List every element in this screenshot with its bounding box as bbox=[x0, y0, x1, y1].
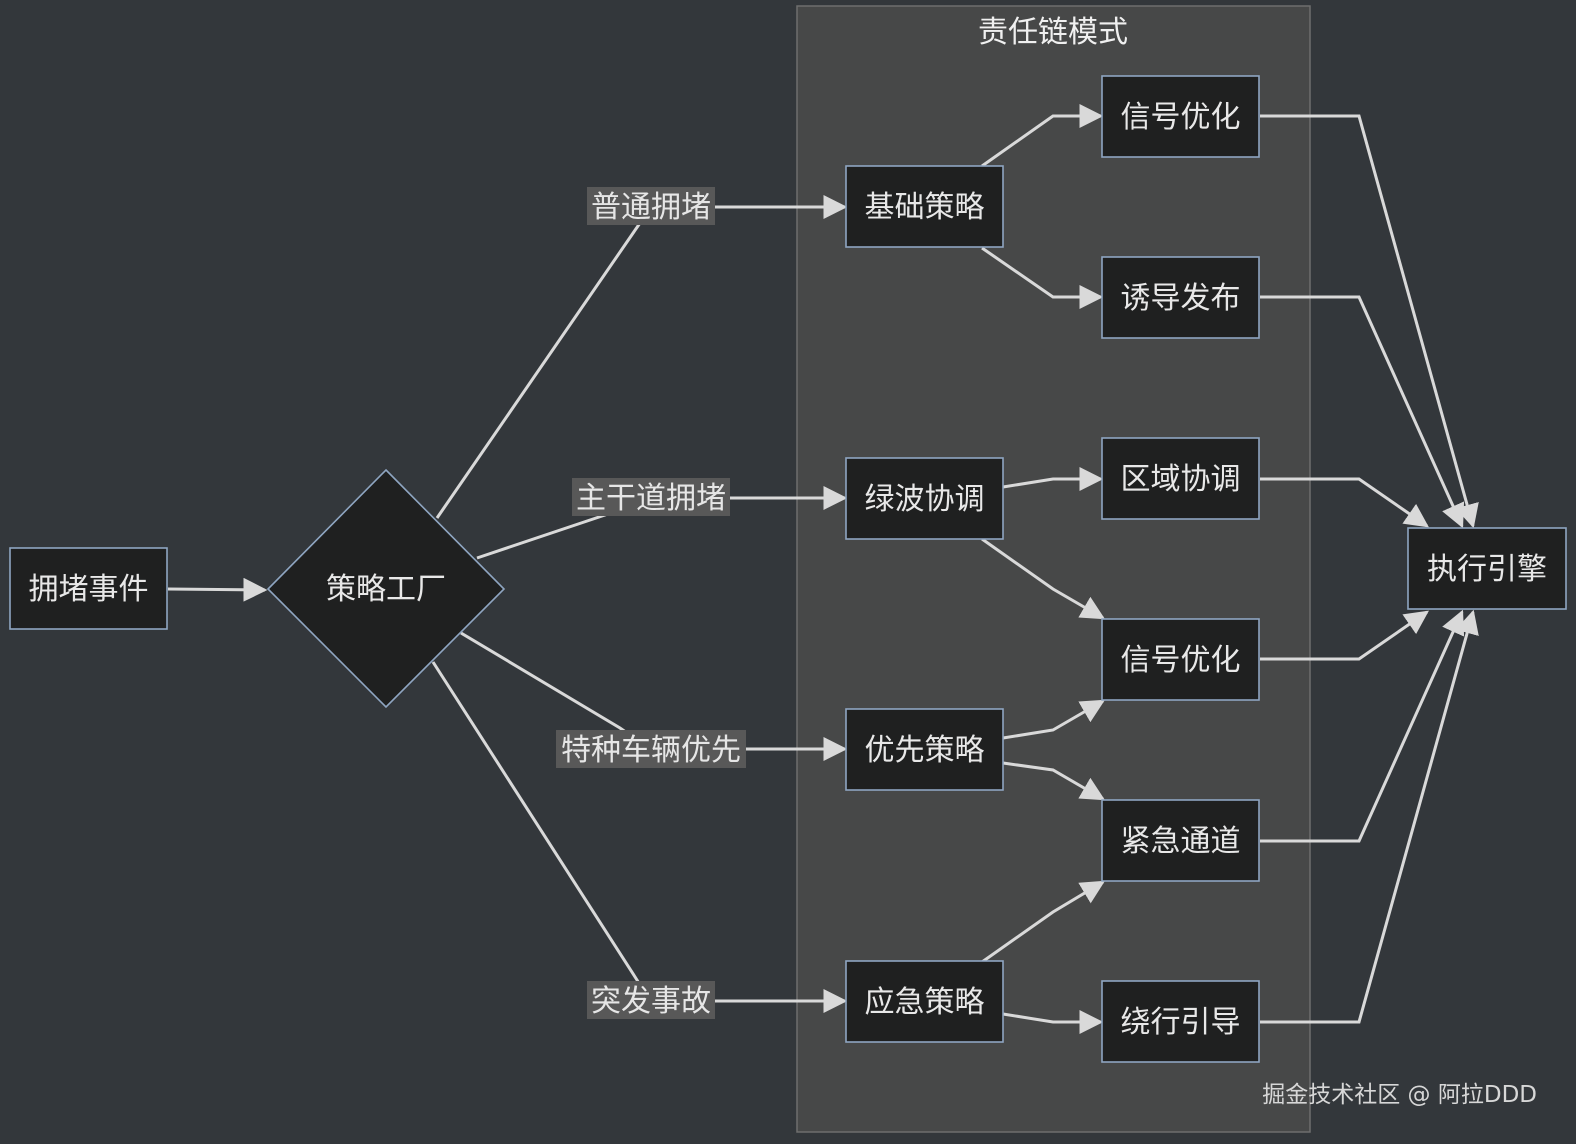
edges bbox=[167, 104, 1479, 1034]
edge-signal1-engine bbox=[1260, 114, 1479, 529]
edge-basic-guidance bbox=[981, 246, 1104, 309]
watermark: 掘金技术社区 @ 阿拉DDD bbox=[1262, 1082, 1537, 1108]
edge-greenwave-zone bbox=[1002, 467, 1104, 491]
edge-emergency-emergencylane bbox=[981, 880, 1106, 964]
edge-greenwave-signal2 bbox=[981, 537, 1106, 620]
node-zone-coord-label: 区域协调 bbox=[1121, 462, 1241, 497]
edge-zone-engine bbox=[1260, 477, 1429, 528]
edge-label-accident: 突发事故 bbox=[591, 984, 711, 1019]
node-factory-label: 策略工厂 bbox=[326, 572, 446, 607]
node-basic[interactable]: 基础策略 bbox=[845, 165, 1004, 248]
edge-factory-emergency bbox=[431, 661, 848, 1013]
node-signal-opt-2-label: 信号优化 bbox=[1121, 643, 1241, 678]
node-guidance-label: 诱导发布 bbox=[1121, 281, 1241, 316]
node-event[interactable]: 拥堵事件 bbox=[9, 547, 168, 630]
node-green-wave[interactable]: 绿波协调 bbox=[845, 457, 1004, 540]
node-engine-label: 执行引擎 bbox=[1427, 552, 1547, 587]
edge-priority-signal2 bbox=[1002, 699, 1106, 740]
cluster-title: 责任链模式 bbox=[978, 15, 1128, 50]
edge-label-arterial: 主干道拥堵 bbox=[576, 481, 726, 516]
node-emergency-label: 应急策略 bbox=[865, 985, 985, 1020]
edge-label-normal: 普通拥堵 bbox=[591, 190, 711, 225]
node-engine[interactable]: 执行引擎 bbox=[1407, 527, 1567, 610]
edge-signal2-engine bbox=[1260, 610, 1429, 661]
node-signal-opt-1-label: 信号优化 bbox=[1121, 100, 1241, 135]
node-guidance[interactable]: 诱导发布 bbox=[1101, 256, 1260, 339]
node-event-label: 拥堵事件 bbox=[29, 572, 149, 607]
edge-basic-signal1 bbox=[981, 104, 1104, 168]
edge-guidance-engine bbox=[1260, 295, 1465, 529]
node-detour[interactable]: 绕行引导 bbox=[1101, 980, 1260, 1063]
node-green-wave-label: 绿波协调 bbox=[865, 482, 985, 517]
node-detour-label: 绕行引导 bbox=[1121, 1005, 1241, 1040]
edge-labels: 普通拥堵 主干道拥堵 特种车辆优先 突发事故 bbox=[556, 187, 746, 1019]
edge-priority-emergencylane bbox=[1002, 761, 1106, 801]
node-priority[interactable]: 优先策略 bbox=[845, 708, 1004, 791]
edge-emergency-detour bbox=[1002, 1010, 1104, 1034]
node-priority-label: 优先策略 bbox=[865, 733, 985, 768]
node-emergency[interactable]: 应急策略 bbox=[845, 960, 1004, 1043]
edge-emergencylane-engine bbox=[1260, 609, 1465, 843]
node-factory[interactable]: 策略工厂 bbox=[266, 468, 506, 709]
node-signal-opt-2[interactable]: 信号优化 bbox=[1101, 618, 1260, 701]
node-basic-label: 基础策略 bbox=[865, 190, 985, 225]
edge-factory-basic bbox=[435, 195, 848, 519]
edge-detour-engine bbox=[1260, 609, 1479, 1024]
node-signal-opt-1[interactable]: 信号优化 bbox=[1101, 75, 1260, 158]
edge-label-special: 特种车辆优先 bbox=[561, 733, 741, 768]
node-zone-coord[interactable]: 区域协调 bbox=[1101, 437, 1260, 520]
node-emergency-lane[interactable]: 紧急通道 bbox=[1101, 799, 1260, 882]
node-emergency-lane-label: 紧急通道 bbox=[1121, 824, 1241, 859]
edge-event-factory bbox=[167, 577, 268, 602]
